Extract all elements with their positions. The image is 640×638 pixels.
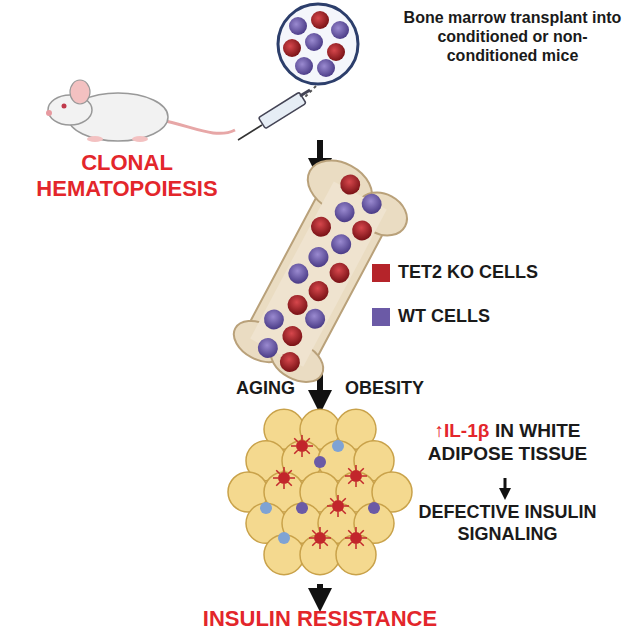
mouse <box>46 80 235 142</box>
text-group: AGING <box>180 378 295 400</box>
small-arrow <box>504 478 507 494</box>
legend-item: WT CELLS <box>372 306 490 327</box>
label-text: ↑IL-1β <box>434 420 489 441</box>
label-text: CLONAL HEMATOPOIESIS <box>36 150 217 201</box>
cell-dish <box>278 4 358 84</box>
syringe <box>238 86 316 140</box>
flow-arrow <box>317 584 323 600</box>
label-text: Bone marrow transplant into conditioned … <box>404 9 622 64</box>
label-text: INSULIN RESISTANCE <box>203 606 437 631</box>
text-group: OBESITY <box>345 378 475 400</box>
legend-text: WT CELLS <box>398 306 490 327</box>
legend-swatch <box>372 264 390 282</box>
text-group: INSULIN RESISTANCE <box>120 606 520 632</box>
legend-swatch <box>372 308 390 326</box>
bone <box>220 150 419 392</box>
legend-item: TET2 KO CELLS <box>372 262 538 283</box>
label-text: DEFECTIVE INSULIN SIGNALING <box>418 502 596 544</box>
text-group: DEFECTIVE INSULIN SIGNALING <box>400 502 615 545</box>
legend-text: TET2 KO CELLS <box>398 262 538 283</box>
adipose-tissue <box>228 409 412 574</box>
text-group: Bone marrow transplant into conditioned … <box>395 8 630 66</box>
text-group: ↑IL-1βIN WHITE ADIPOSE TISSUE <box>400 420 615 466</box>
label-text: AGING <box>236 378 295 398</box>
label-text: OBESITY <box>345 378 424 398</box>
cell-group <box>283 11 349 77</box>
text-group: CLONAL HEMATOPOIESIS <box>12 150 242 203</box>
